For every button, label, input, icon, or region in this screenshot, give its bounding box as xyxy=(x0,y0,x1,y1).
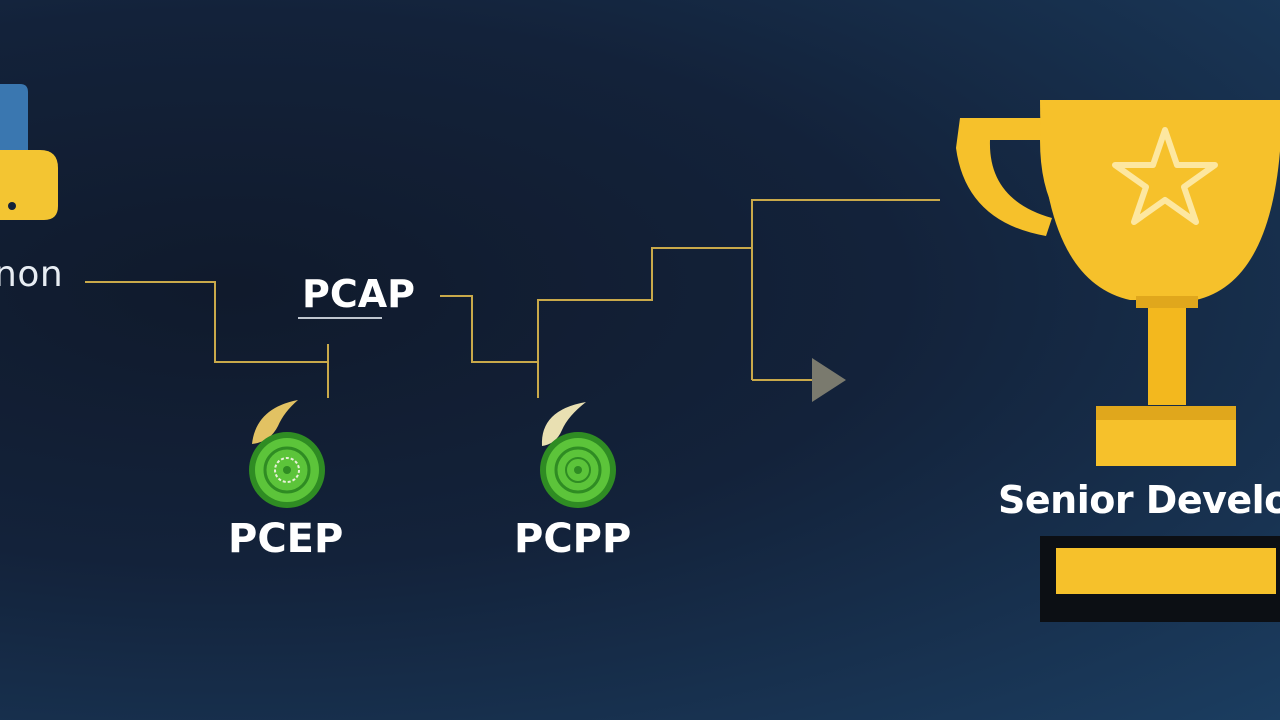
pcpp-label: PCPP xyxy=(514,516,632,562)
pcep-badge-icon xyxy=(249,400,325,508)
arrow-icon xyxy=(812,358,846,402)
pcap-label: PCAP xyxy=(302,272,415,316)
leaf-icon xyxy=(541,402,586,446)
pcep-label: PCEP xyxy=(228,516,344,562)
connector-python-pcep xyxy=(85,281,329,398)
connector-pcap-pcpp xyxy=(440,295,539,398)
leaf-icon xyxy=(252,400,298,444)
connector-pcpp-step xyxy=(537,247,752,362)
python-logo-icon xyxy=(0,84,58,220)
pcpp-badge-icon xyxy=(540,402,616,508)
trophy-icon xyxy=(956,100,1280,466)
senior-developer-label: Senior Develop xyxy=(998,478,1280,522)
python-label: non xyxy=(0,254,64,295)
progress-bar xyxy=(1040,536,1280,622)
connector-to-trophy xyxy=(751,199,940,380)
connector-lines xyxy=(85,199,940,398)
star-icon xyxy=(1112,127,1218,225)
